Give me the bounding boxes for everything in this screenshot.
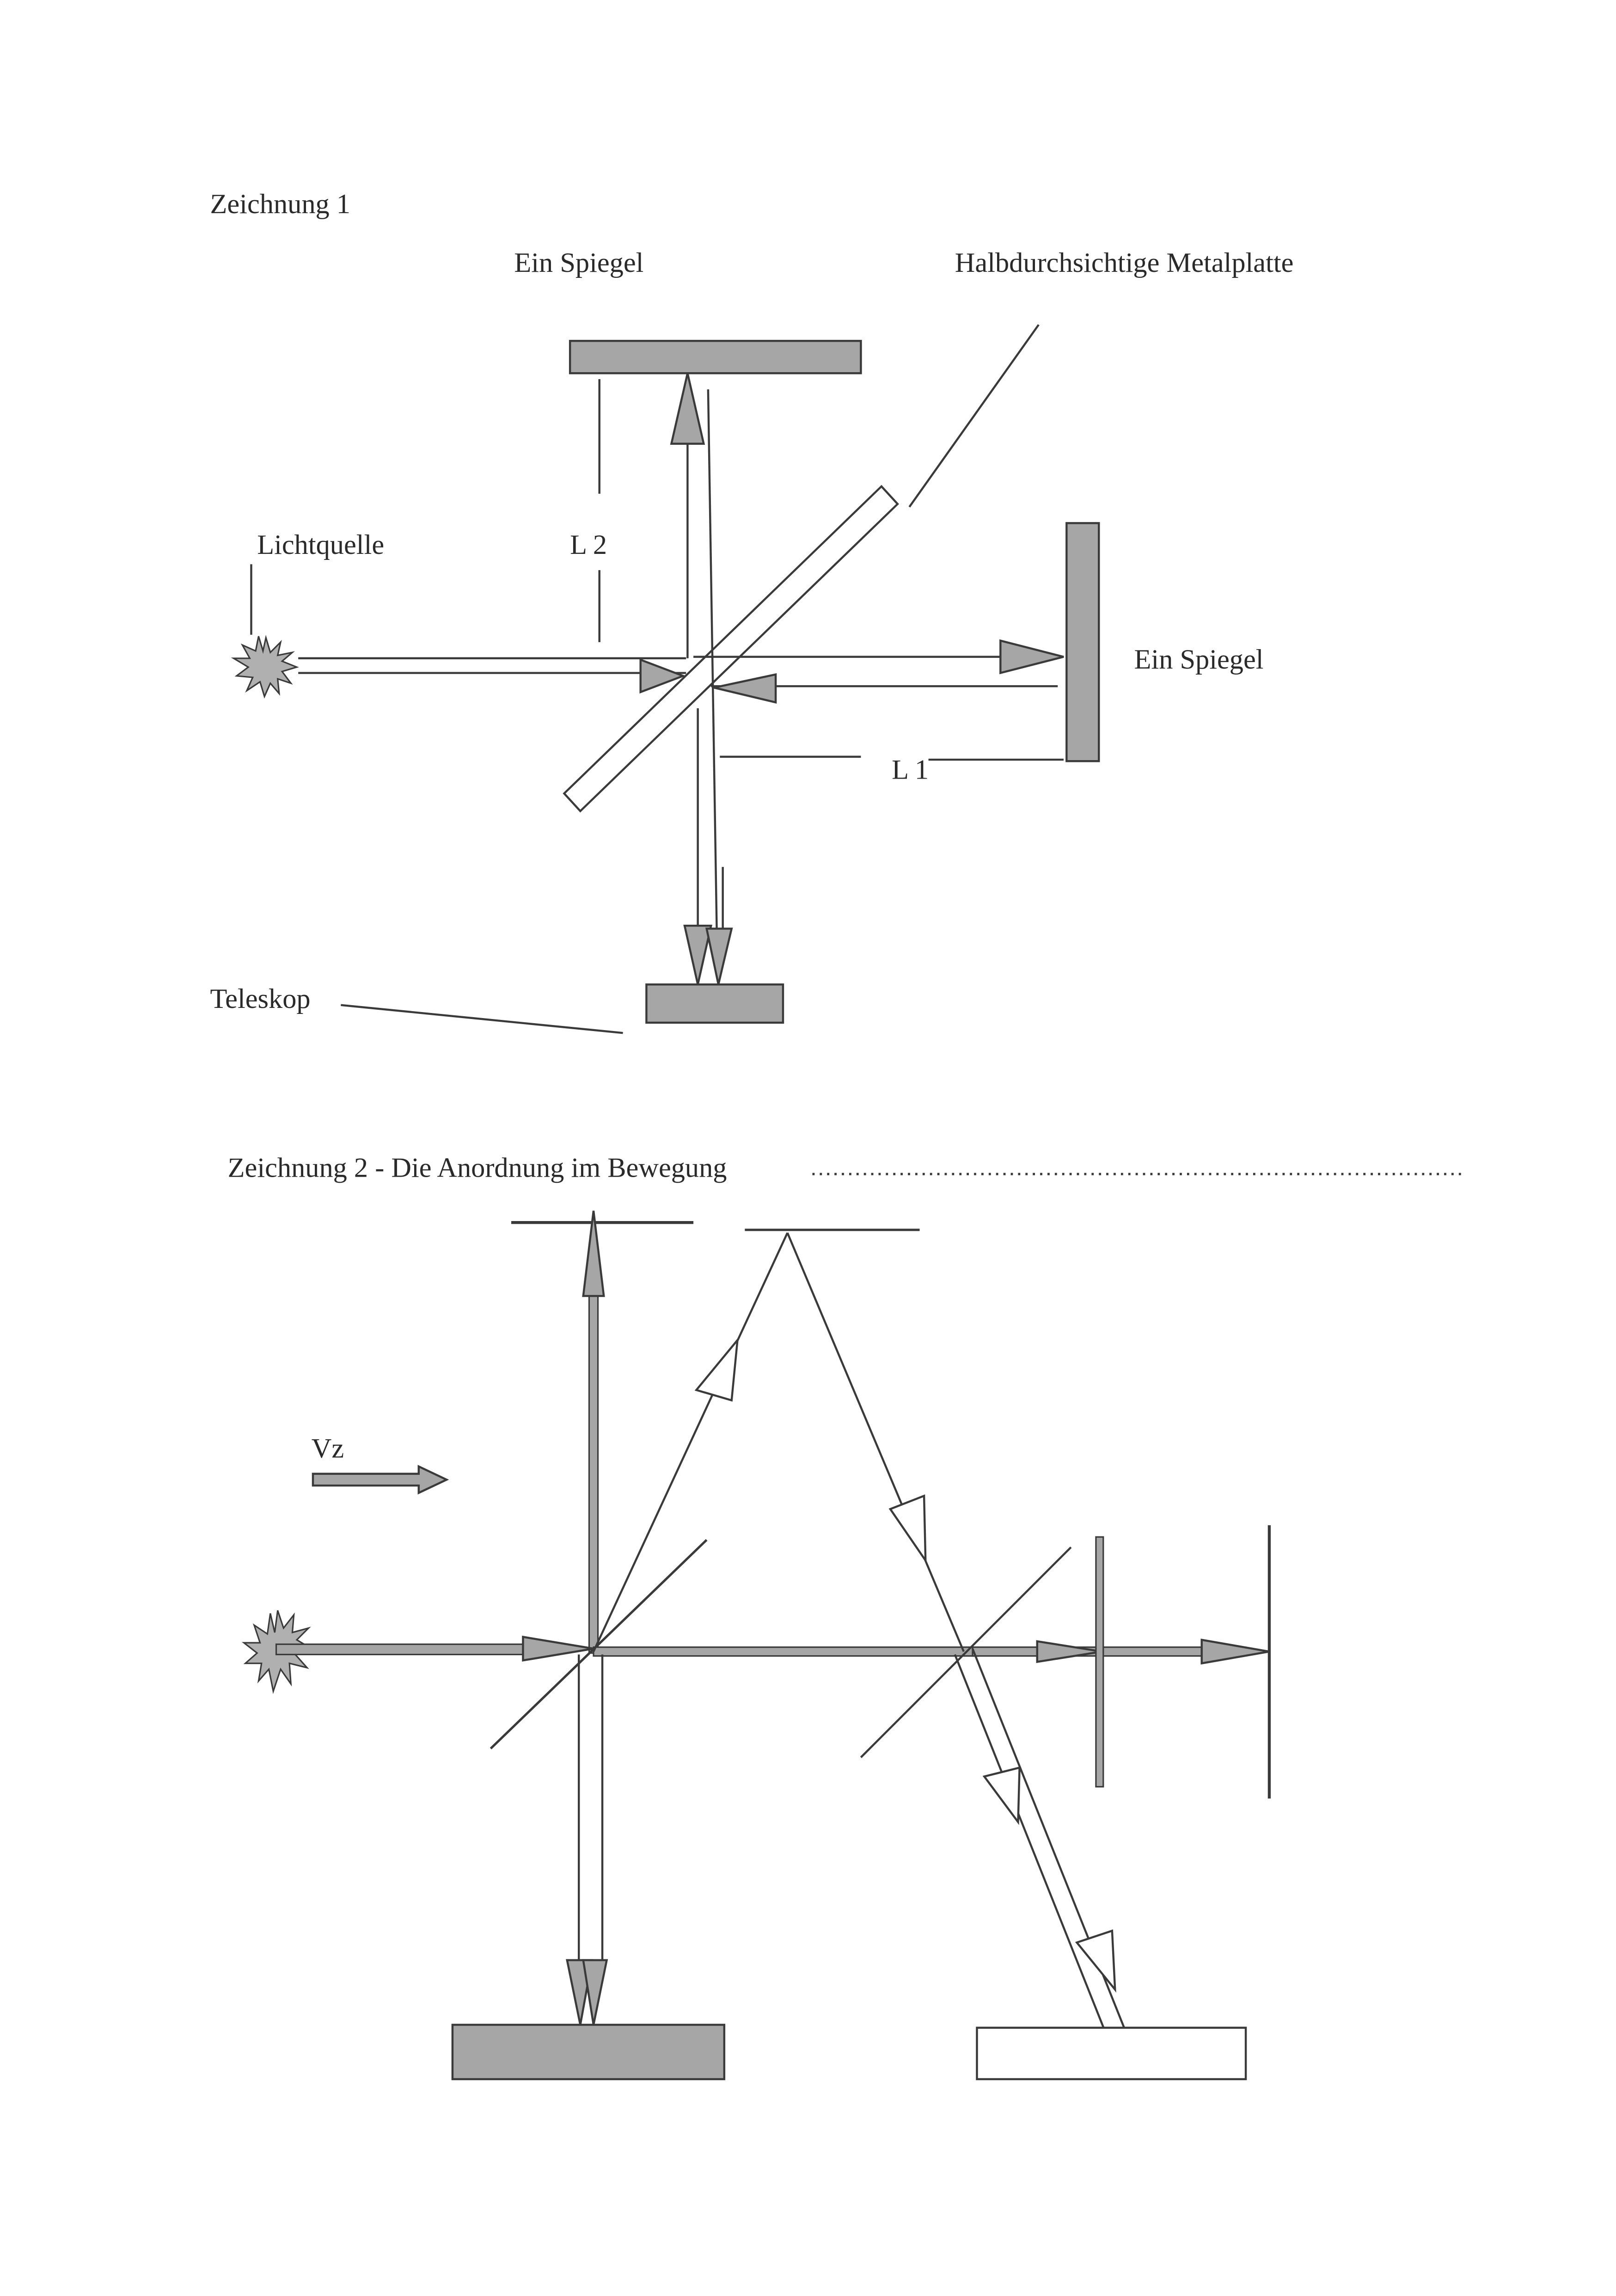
figure-1: Zeichnung 1 Ein Spiegel Halbdurchsichtig…: [210, 189, 1294, 1034]
arrow-incoming: [639, 658, 686, 694]
telescope-2-right: [976, 2026, 1247, 2081]
telescope-leader-line: [341, 1004, 623, 1034]
beam-splitter-2-left: [490, 1539, 708, 1750]
velocity-arrow-icon: [312, 1465, 449, 1495]
arrow-2-diagonal-down: [888, 1494, 927, 1564]
arrow-down-telescope-2: [705, 927, 733, 985]
beam-2-to-telescope-1: [954, 1654, 1106, 2031]
arrow-to-right-mirror: [999, 639, 1064, 675]
arrow-2-source: [522, 1635, 594, 1662]
label-mirror-top: Ein Spiegel: [514, 247, 643, 278]
arrow-2-to-telescope-2: [1075, 1929, 1116, 1993]
arrow-up-to-mirror: [670, 373, 705, 445]
label-telescope: Teleskop: [210, 983, 311, 1014]
light-source-icon: [231, 634, 299, 699]
arrow-2-to-telescope-1: [982, 1766, 1021, 1825]
mirror-top: [569, 340, 862, 374]
arrow-down-telescope-1: [683, 924, 713, 985]
telescope: [645, 983, 784, 1024]
beam-2-diagonal-down: [786, 1232, 965, 1652]
telescope-2-left: [451, 2024, 726, 2081]
figure-1-title: Zeichnung 1: [210, 189, 350, 220]
beam-2-horizontal: [593, 1646, 979, 1657]
label-L2: L 2: [570, 529, 607, 560]
arrow-from-right-mirror: [714, 673, 777, 704]
beam-2-horizontal-3: [1098, 1646, 1203, 1657]
beam-down-right: [707, 389, 718, 941]
beam-2-source: [275, 1643, 527, 1656]
figure-2: Zeichnung 2 - Die Anordnung im Bewegung …: [228, 1153, 1466, 2081]
arrow-2-down-left-2: [582, 1959, 608, 2025]
beam-splitter-2-right: [860, 1546, 1072, 1758]
label-light-source: Lichtquelle: [257, 529, 384, 560]
arrow-2-up-left: [582, 1210, 605, 1297]
half-silvered-plate: [563, 485, 899, 813]
label-plate: Halbdurchsichtige Metalplatte: [955, 247, 1294, 278]
beam-2-diagonal-up: [592, 1232, 789, 1652]
beam-2-up-left: [588, 1292, 599, 1654]
label-L1: L 1: [892, 754, 929, 785]
arrow-2-diagonal-up: [694, 1337, 739, 1402]
mirror-right: [1065, 522, 1100, 762]
arrow-2-horizontal-2: [1200, 1639, 1270, 1665]
plate-leader-line: [908, 324, 1040, 508]
label-mirror-right: Ein Spiegel: [1134, 644, 1264, 675]
label-velocity: Vz: [312, 1433, 344, 1464]
figure-2-title: Zeichnung 2 - Die Anordnung im Bewegung: [228, 1153, 727, 1184]
mirror-2-right-gray: [1095, 1536, 1104, 1788]
arrow-2-horizontal-1: [1036, 1640, 1102, 1664]
